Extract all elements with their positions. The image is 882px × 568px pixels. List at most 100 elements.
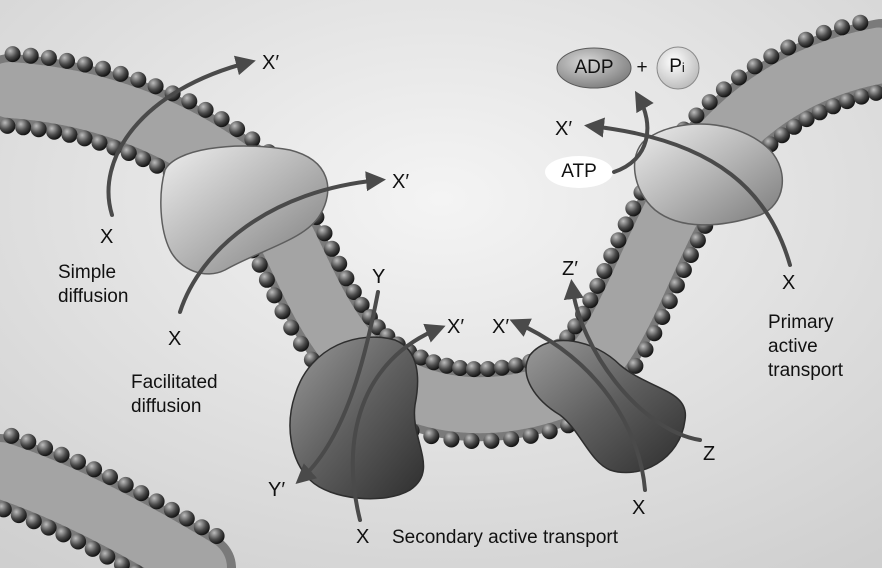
lipid-head (338, 270, 354, 286)
lipid-head (135, 151, 151, 167)
lipid-head (266, 287, 282, 303)
lipid-head (503, 431, 519, 447)
lipid-head (480, 361, 496, 377)
lipid-head (70, 454, 86, 470)
lipid-head (596, 263, 612, 279)
lipid-head (662, 293, 678, 309)
lipid-head (181, 93, 197, 109)
lipid-head (731, 70, 747, 86)
antiport-zprime-label: Z′ (562, 258, 578, 280)
lipid-head (483, 433, 499, 449)
primary-transport-name-line1: Primary (768, 312, 833, 334)
lipid-head (443, 432, 459, 448)
symport-xprime-label: X′ (447, 316, 464, 338)
lipid-head (37, 440, 53, 456)
lipid-head (20, 434, 36, 450)
lipid-head (283, 320, 299, 336)
facilitated-diffusion-xprime-label: X′ (392, 171, 409, 193)
lipid-head (198, 102, 214, 118)
lipid-head (31, 121, 47, 137)
facilitated-diffusion-x-label: X (168, 328, 181, 350)
lipid-head (194, 519, 210, 535)
inorganic-phosphate-label: Pi (657, 52, 697, 82)
simple-diffusion-name-line1: Simple (58, 262, 116, 284)
lipid-head (26, 513, 42, 529)
lipid-head (214, 111, 230, 127)
lipid-head (589, 278, 605, 294)
lipid-head (324, 241, 340, 257)
atp-label: ATP (545, 158, 613, 186)
lipid-head (41, 520, 57, 536)
lipid-head (702, 94, 718, 110)
antiport-z-label: Z (703, 443, 715, 465)
lipid-head (99, 549, 115, 565)
lipid-head (494, 360, 510, 376)
lipid-head (41, 50, 57, 66)
lipid-head (77, 130, 93, 146)
lipid-head (683, 247, 699, 263)
lipid-head (688, 108, 704, 124)
lipid-head (62, 127, 78, 143)
lipid-head (331, 256, 347, 272)
lipid-head (148, 78, 164, 94)
adp-label: ADP (557, 54, 631, 82)
pi-subscript-text: i (682, 60, 685, 75)
facilitated-diffusion-name-line2: diffusion (131, 396, 201, 418)
lipid-head (55, 526, 71, 542)
lipid-head (3, 428, 19, 444)
lipid-head (59, 53, 75, 69)
lipid-head (747, 58, 763, 74)
lipid-head (317, 225, 333, 241)
antiport-xprime-label: X′ (492, 316, 509, 338)
lipid-head (70, 534, 86, 550)
lipid-head (825, 98, 841, 114)
lipid-head (839, 93, 855, 109)
lipid-head (466, 361, 482, 377)
lipid-head (5, 46, 21, 62)
lipid-head (780, 40, 796, 56)
lipid-head (834, 19, 850, 35)
primary-transport-name-line3: transport (768, 360, 843, 382)
lipid-head (15, 119, 31, 135)
symport-y-label: Y (372, 266, 385, 288)
lipid-head (149, 493, 165, 509)
lipid-head (603, 248, 619, 264)
lipid-head (23, 48, 39, 64)
lipid-head (121, 145, 137, 161)
lipid-head (46, 124, 62, 140)
lipid-head (149, 158, 165, 174)
lipid-head (113, 66, 129, 82)
lipid-head (654, 309, 670, 325)
lipid-head (209, 528, 225, 544)
lipid-head (798, 32, 814, 48)
symport-x-label: X (356, 526, 369, 548)
primary-transport-x-label: X (782, 272, 795, 294)
lipid-head (816, 25, 832, 41)
secondary-active-transport-label: Secondary active transport (392, 527, 618, 549)
primary-transport-xprime-label: X′ (555, 118, 572, 140)
lipid-head (133, 485, 149, 501)
lipid-head (164, 502, 180, 518)
lipid-head (275, 303, 291, 319)
lipid-head (252, 257, 268, 273)
simple-diffusion-name-line2: diffusion (58, 286, 128, 308)
lipid-head (853, 89, 869, 105)
lipid-head (293, 336, 309, 352)
lipid-head (763, 48, 779, 64)
lipid-head (229, 121, 245, 137)
lipid-head (716, 81, 732, 97)
lipid-head (11, 507, 27, 523)
symport-yprime-label: Y′ (268, 479, 285, 501)
lipid-head (669, 277, 685, 293)
facilitated-diffusion-name-line1: Facilitated (131, 372, 218, 394)
plus-sign: + (630, 54, 654, 82)
lipid-head (0, 118, 15, 134)
lipid-head (582, 292, 598, 308)
lipid-head (625, 200, 641, 216)
lipid-head (676, 262, 692, 278)
lipid-head (54, 447, 70, 463)
lipid-head (85, 541, 101, 557)
lipid-head (690, 232, 706, 248)
lipid-head (95, 61, 111, 77)
